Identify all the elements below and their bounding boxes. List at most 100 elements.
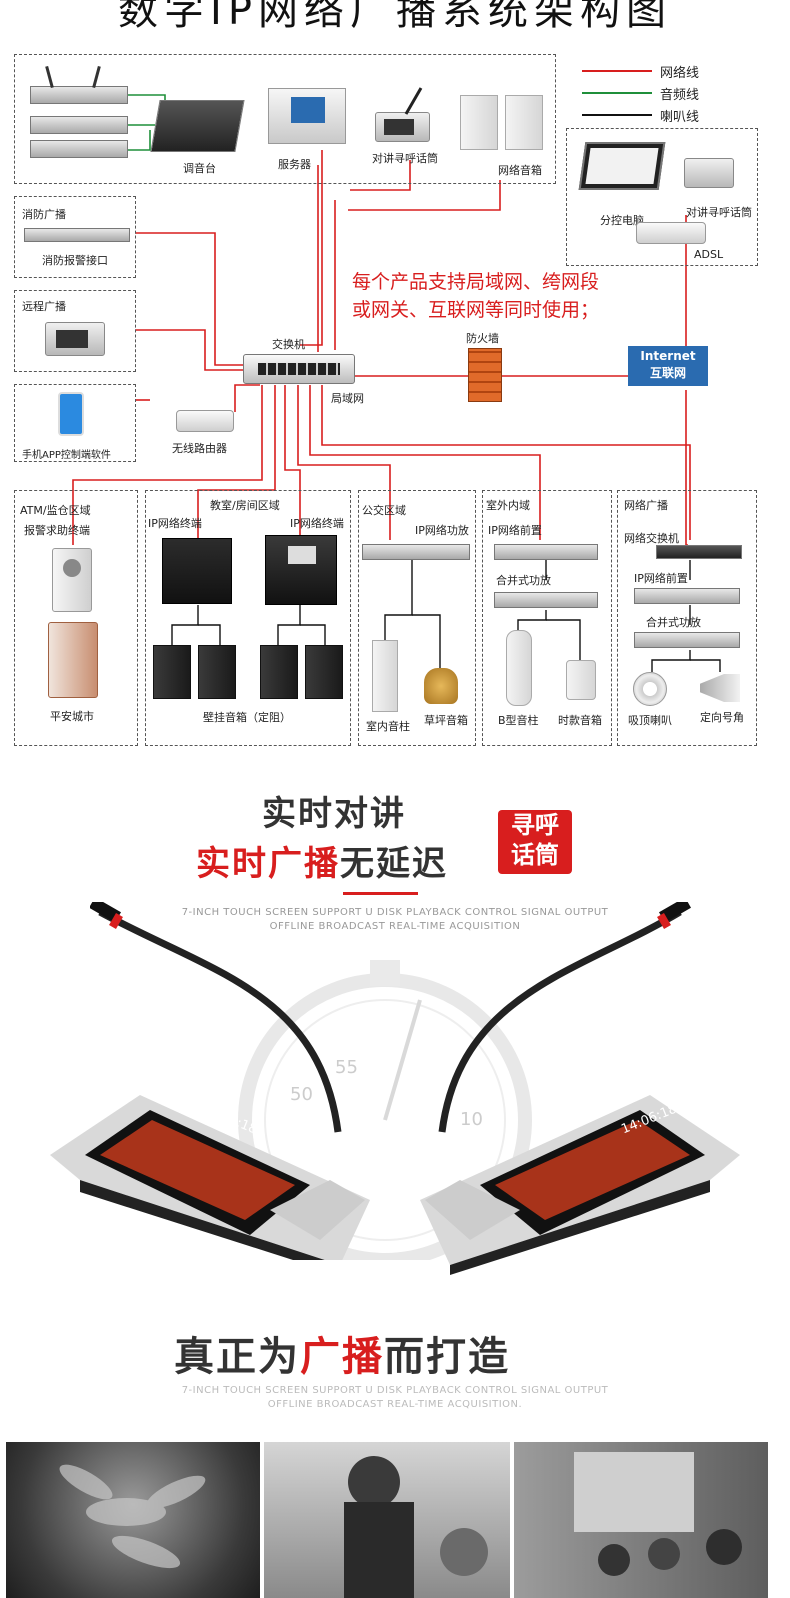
section2-subtitle-line2: OFFLINE BROADCAST REAL-TIME ACQUISITION [269, 921, 521, 932]
intercom-icon [45, 322, 105, 356]
intercom-icon [684, 158, 734, 188]
indoor-column-label: 室内音柱 [366, 720, 410, 733]
section2-heading-rest: 无延迟 [340, 844, 448, 884]
internet-en: Internet [640, 349, 696, 363]
section3-subtitle-line1: 7-INCH TOUCH SCREEN SUPPORT U DISK PLAYB… [181, 1385, 609, 1396]
atm-zone-title: ATM/监仓区域 [20, 504, 91, 517]
top-equipment-box [14, 54, 556, 184]
wall-speaker-icon [305, 645, 343, 699]
fire-alarm-interface-icon [24, 228, 130, 242]
badge-line2: 话筒 [511, 841, 559, 869]
remote-broadcast-title: 远程广播 [22, 300, 66, 313]
fashion-speaker-label: 时款音箱 [558, 714, 602, 727]
public-amp-label: IP网络功放 [415, 524, 469, 537]
intercom-label: 对讲寻呼话筒 [372, 152, 438, 165]
firewall-label: 防火墙 [466, 332, 499, 345]
netcast-zone-title: 网络广播 [624, 499, 668, 512]
outdoor-pre-label: IP网络前置 [488, 524, 542, 537]
lan-label: 局域网 [331, 392, 364, 405]
teamwork-hands-photo [6, 1442, 260, 1598]
outdoor-zone-title: 室外内域 [486, 499, 530, 512]
section2-subtitle: 7-INCH TOUCH SCREEN SUPPORT U DISK PLAYB… [0, 906, 790, 934]
net-speaker-label: 网络音箱 [498, 164, 542, 177]
dial-number: 10 [460, 1109, 483, 1130]
wireless-router-icon [176, 410, 234, 432]
classroom-terminal-right-label: IP网络终端 [290, 517, 344, 530]
mixer-amplifier-icon [634, 632, 740, 648]
wall-speaker-icon [260, 645, 298, 699]
network-switch-icon [656, 545, 742, 559]
paging-console-right [410, 1060, 750, 1280]
classroom-zone-title: 教室/房间区域 [210, 499, 280, 512]
fire-broadcast-box [14, 196, 136, 278]
lawn-speaker-icon [424, 668, 458, 704]
alarm-terminal-icon [52, 548, 92, 612]
section3-subtitle-line2: OFFLINE BROADCAST REAL-TIME ACQUISITION. [267, 1399, 523, 1410]
dial-number: 55 [335, 1057, 358, 1078]
section2-heading-red: 实时广播 [196, 844, 340, 884]
classroom-zone-box [145, 490, 351, 746]
fire-broadcast-title: 消防广播 [22, 208, 66, 221]
ceiling-speaker-label: 吸顶喇叭 [628, 714, 672, 727]
public-zone-box [358, 490, 476, 746]
section3-subtitle: 7-INCH TOUCH SCREEN SUPPORT U DISK PLAYB… [0, 1384, 790, 1412]
network-switch-icon [243, 354, 355, 384]
netcast-amp-label: 合并式功放 [646, 616, 701, 629]
section2-heading-line2: 实时广播无延迟 [196, 836, 448, 885]
section3-heading-red: 广播 [300, 1334, 384, 1380]
indoor-column-speaker-icon [372, 640, 398, 712]
section2-subtitle-line1: 7-INCH TOUCH SCREEN SUPPORT U DISK PLAYB… [181, 907, 609, 918]
legend-audio-label: 音频线 [660, 88, 700, 103]
netcast-zone-box [617, 490, 757, 746]
section3-heading-b: 而打造 [384, 1334, 510, 1380]
adsl-modem-icon [636, 222, 706, 244]
b-column-speaker-icon [506, 630, 532, 706]
network-speaker-icon [505, 95, 543, 150]
safe-city-label: 平安城市 [50, 710, 94, 723]
lawn-speaker-label: 草坪音箱 [424, 714, 468, 727]
remote-control-box [566, 128, 758, 266]
ip-preamp-icon [494, 544, 598, 560]
intercom-icon [375, 112, 430, 142]
outdoor-amp-label: 合并式功放 [496, 574, 551, 587]
mobile-app-label: 手机APP控制端软件 [22, 450, 111, 461]
section3-heading-a: 真正为 [174, 1334, 300, 1380]
legend-speaker-line [582, 114, 652, 116]
rack-unit [30, 116, 128, 134]
rack-unit [30, 140, 128, 158]
firewall-icon [468, 348, 502, 402]
ip-preamp-icon [634, 588, 740, 604]
server-label: 服务器 [278, 158, 311, 171]
support-notice-line2: 或网关、互联网等同时使用； [352, 299, 600, 321]
safe-city-terminal-icon [48, 622, 98, 698]
netcast-pre-label: IP网络前置 [634, 572, 688, 585]
office-meeting-photo [264, 1442, 510, 1598]
b-column-label: B型音柱 [498, 714, 539, 727]
wireless-receiver [30, 86, 128, 104]
netcast-switch-label: 网络交换机 [624, 532, 679, 545]
legend-speaker-label: 喇叭线 [660, 110, 700, 125]
mixer-label: 调音台 [183, 162, 216, 175]
ceiling-speaker-icon [633, 672, 667, 706]
outdoor-zone-box [482, 490, 612, 746]
legend-network-label: 网络线 [660, 66, 700, 81]
ip-amplifier-icon [362, 544, 470, 560]
badge-line1: 寻呼 [511, 811, 559, 839]
remote-broadcast-box [14, 290, 136, 372]
section3-heading: 真正为广播而打造 [174, 1324, 510, 1382]
wireless-router-label: 无线路由器 [172, 442, 227, 455]
internet-cn: 互联网 [649, 366, 686, 380]
classroom-terminal-left-label: IP网络终端 [148, 517, 202, 530]
internet-badge: Internet 互联网 [628, 346, 708, 386]
laptop-icon [578, 142, 666, 190]
wall-speaker-icon [198, 645, 236, 699]
ip-terminal-icon [162, 538, 232, 604]
switch-label: 交换机 [272, 338, 305, 351]
workshop-team-photo [514, 1442, 768, 1598]
wall-speaker-label: 壁挂音箱（定阻） [203, 711, 291, 724]
atm-zone-box [14, 490, 138, 746]
wall-speaker-icon [153, 645, 191, 699]
gooseneck-left [90, 902, 342, 1133]
paging-console-left [40, 1060, 380, 1275]
heading-underline [343, 892, 418, 895]
